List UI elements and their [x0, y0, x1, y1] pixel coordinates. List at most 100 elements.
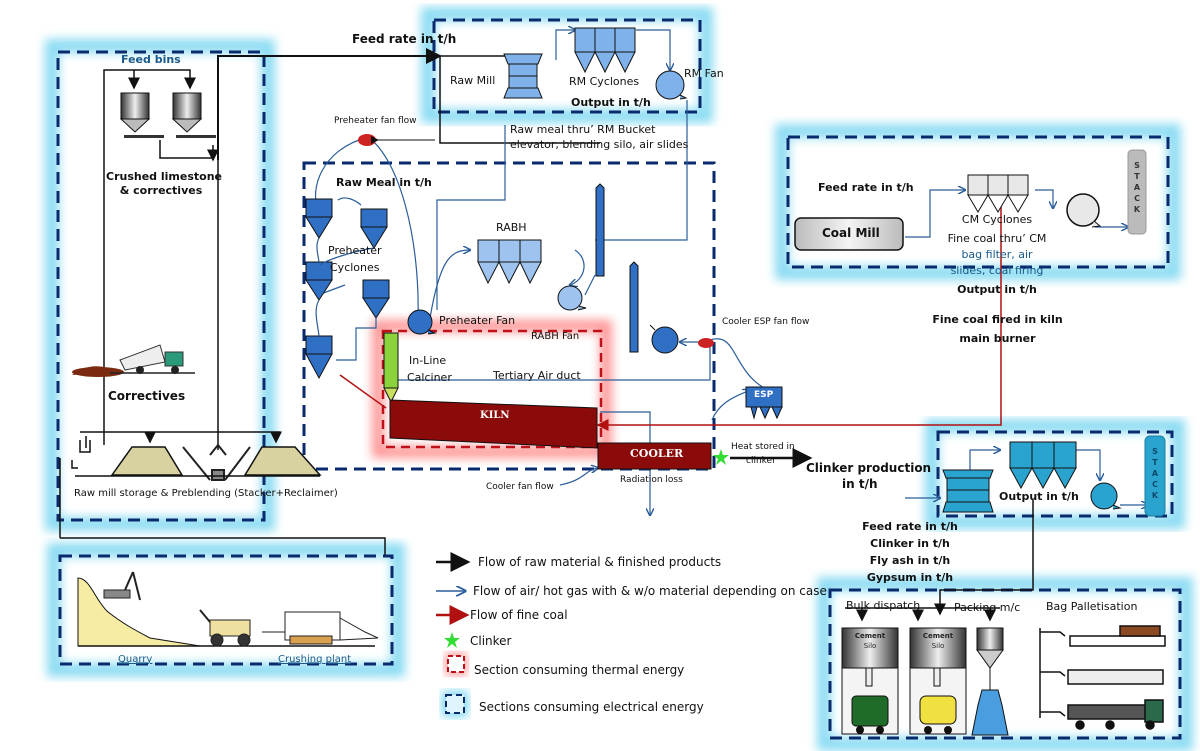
feed-bin-2	[171, 92, 216, 138]
section-cement-mill-electrical	[925, 419, 1185, 529]
clinker-production-line1: Clinker production	[806, 461, 932, 475]
cement-mill-cyclones-icon	[1009, 441, 1077, 490]
feed-bins-label: Feed bins	[121, 53, 181, 66]
section-pyro-electrical	[302, 161, 716, 471]
cement-mill-fan-icon	[1090, 482, 1122, 510]
kiln-icon	[389, 399, 598, 449]
cement-mill-output-label: Output in t/h	[999, 490, 1079, 503]
cyclones-label: Cyclones	[330, 261, 380, 274]
bulker-truck-green-icon	[851, 695, 889, 734]
legend-thermal: Section consuming thermal energy	[474, 663, 685, 677]
kiln-label: KILN	[480, 410, 510, 421]
raw-mill-label: Raw Mill	[450, 74, 496, 87]
rm-cyclones-icon	[574, 27, 636, 74]
cement-mill-icon	[942, 469, 994, 513]
raw-material-flows	[59, 48, 1034, 622]
cooler-esp-fan-icon	[649, 324, 679, 354]
wheel-loader-icon	[199, 609, 251, 647]
legend-clinker: Clinker	[470, 634, 512, 648]
cement-stack-icon	[1144, 435, 1166, 517]
quarry-hill	[77, 577, 375, 647]
cooler-label: COOLER	[630, 447, 684, 460]
raw-mill-storage-label: Raw mill storage & Preblending (Stacker+…	[74, 488, 338, 499]
rm-cyclones-label: RM Cyclones	[569, 75, 640, 88]
silo-1-label-line2: Silo	[863, 642, 877, 650]
crusher-icon	[262, 611, 379, 645]
rabh-icon	[477, 239, 542, 285]
packing-machine-icon	[971, 627, 1009, 736]
section-coal-mill-electrical	[775, 124, 1181, 280]
packing-mc-label: Packing m/c	[954, 601, 1021, 614]
fine-coal-fired-line2: main burner	[959, 332, 1036, 345]
legend-clinker-star	[444, 632, 460, 648]
clinker-rate-label: Clinker in t/h	[870, 537, 950, 550]
fly-ash-rate-label: Fly ash in t/h	[869, 554, 951, 567]
clinker-production-line2: in t/h	[842, 477, 878, 491]
legend-graphics	[436, 552, 471, 717]
legend-thermal-box	[445, 653, 467, 675]
rail-wagon-yellow-icon	[919, 695, 957, 734]
fine-coal-line3: slides, coal firing	[950, 264, 1044, 277]
preheater-fan-flow-label: Preheater fan flow	[334, 116, 417, 126]
cm-cyclones-icon	[967, 174, 1029, 213]
fine-coal-line2: bag filter, air	[961, 248, 1033, 261]
cm-cyclones-label: CM Cyclones	[961, 213, 1033, 226]
silo-1-label-line1: Cement	[854, 632, 886, 640]
fine-coal-fired-line1: Fine coal fired in kiln	[932, 313, 1063, 326]
and-correctives-label: & correctives	[119, 184, 203, 197]
crushing-plant-label: Crushing plant	[278, 654, 352, 665]
dump-truck-icon	[110, 344, 195, 374]
coal-mill-icon	[794, 217, 904, 251]
legend-raw-material: Flow of raw material & finished products	[478, 555, 722, 569]
rm-fan-label: RM Fan	[684, 67, 724, 80]
inline-label: In-Line	[409, 354, 447, 367]
fine-coal-line1: Fine coal thru’ CM	[947, 232, 1047, 245]
stockpile-left	[110, 446, 184, 476]
preheater-fan-flow-node	[358, 134, 376, 146]
bulk-dispatch-label: Bulk dispatch	[846, 599, 921, 612]
rabh-stack-icon	[595, 183, 605, 277]
cooler-icon	[597, 442, 712, 470]
cooler-stack-icon	[629, 261, 639, 353]
gypsum-rate-label: Gypsum in t/h	[866, 571, 954, 584]
legend-air-gas: Flow of air/ hot gas with & w/o material…	[473, 584, 827, 598]
section-quarry-electrical	[47, 543, 405, 677]
crushed-limestone-label: Crushed limestone	[106, 170, 222, 183]
silo-2-label-line2: Silo	[931, 642, 945, 650]
section-crushing-electrical	[45, 39, 275, 531]
cement-feed-rate-label: Feed rate in t/h	[862, 520, 958, 533]
coal-mill-fan-icon	[1066, 193, 1102, 228]
esp-icon	[745, 386, 783, 420]
correctives-label: Correctives	[108, 389, 186, 403]
coal-stack-icon	[1127, 149, 1147, 235]
heat-stored-line1: Heat stored in	[731, 442, 795, 452]
tertiary-air-duct-label: Tertiary Air duct	[493, 369, 581, 382]
cooler-esp-fan-flow-node	[698, 338, 714, 348]
section-raw-mill-electrical	[421, 7, 713, 123]
legend-electrical: Sections consuming electrical energy	[479, 700, 704, 714]
silo-2-label-line1: Cement	[922, 632, 954, 640]
calciner-label: Calciner	[407, 371, 452, 384]
cooler-esp-fan-flow-label: Cooler ESP fan flow	[722, 317, 810, 327]
coal-mill-label: Coal Mill	[822, 226, 880, 240]
rabh-label: RABH	[496, 221, 527, 234]
rabh-fan-icon	[557, 285, 587, 311]
esp-label: ESP	[754, 390, 774, 400]
stockpile-right	[243, 446, 322, 476]
calciner-icon	[383, 332, 399, 404]
raw-meal-line1: Raw meal thru’ RM Bucket	[510, 123, 656, 136]
bag-palletisation-icon	[1039, 625, 1166, 730]
raw-meal-in-label: Raw Meal in t/h	[336, 176, 432, 189]
preheater-fan-label: Preheater Fan	[439, 314, 516, 327]
cooler-fan-flow-label: Cooler fan flow	[486, 482, 554, 492]
fine-coal-flow	[339, 205, 1002, 431]
bag-palletisation-label: Bag Palletisation	[1046, 600, 1138, 613]
hopper-icon	[71, 436, 91, 469]
preheater-fan-icon	[407, 309, 437, 335]
radiation-loss-label: Radiation loss	[620, 475, 683, 485]
section-kiln-thermal	[372, 320, 612, 458]
